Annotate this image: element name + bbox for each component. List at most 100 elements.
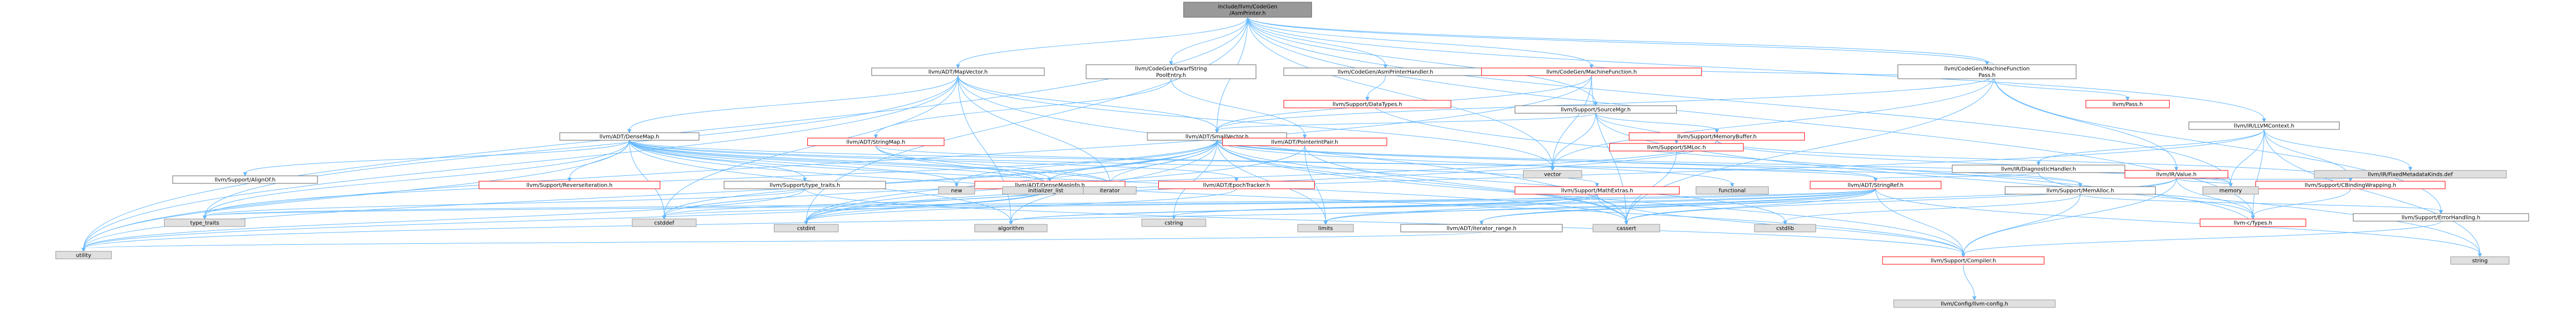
node-label: llvm/CodeGen/DwarfString <box>1135 66 1207 72</box>
header-node-datatypes[interactable]: llvm/Support/DataTypes.h <box>1283 100 1451 108</box>
dependency-edge <box>81 231 1482 252</box>
node-label: llvm/Config/llvm-config.h <box>1941 302 2008 307</box>
header-node-string: string <box>2450 256 2510 265</box>
header-node-srcmgr[interactable]: llvm/Support/SourceMgr.h <box>1514 105 1677 114</box>
dependency-edge <box>1550 75 1592 172</box>
dependency-edge <box>954 140 1218 188</box>
dependency-edge <box>81 140 1218 252</box>
dependency-edge <box>662 188 1876 220</box>
dependency-edge <box>662 140 1717 220</box>
node-label: vector <box>1544 172 1562 178</box>
header-node-diaghandler[interactable]: llvm/IR/DiagnosticHandler.h <box>1952 165 2125 173</box>
dependency-edge <box>875 145 1112 188</box>
header-node-epochtracker[interactable]: llvm/ADT/EpochTracker.h <box>1158 181 1315 189</box>
node-label: llvm/Support/AlignOf.h <box>215 177 276 183</box>
dependency-edge <box>1994 75 2179 172</box>
node-label: cstddef <box>654 221 674 227</box>
header-node-errhandling[interactable]: llvm/Support/ErrorHandling.h <box>2353 213 2529 222</box>
header-node-cbinding[interactable]: llvm/Support/CBindingWrapping.h <box>2255 181 2445 189</box>
node-label: llvm/CodeGen/AsmPrinterHandler.h <box>1338 70 1433 76</box>
node-label: llvm/ADT/PointerIntPair.h <box>1271 140 1338 146</box>
node-label: Pass.h <box>1979 73 1996 79</box>
dependency-edge <box>2264 129 2482 258</box>
node-label: cstdint <box>797 226 815 232</box>
node-label: utility <box>76 253 92 259</box>
dependency-edge <box>1247 17 1594 69</box>
header-node-mapvector[interactable]: llvm/ADT/MapVector.h <box>871 67 1045 76</box>
node-label: type_traits <box>191 221 219 227</box>
dependency-edge <box>1247 17 1388 69</box>
header-node-pass[interactable]: llvm/Pass.h <box>2085 100 2170 108</box>
node-label: llvm/Pass.h <box>2112 102 2143 108</box>
node-label: cstring <box>1165 221 1183 227</box>
node-label: llvm/Support/MemoryBuffer.h <box>1677 134 1757 140</box>
node-label: initializer_list <box>1028 188 1064 194</box>
header-node-memalloc[interactable]: llvm/Support/MemAlloc.h <box>2004 186 2156 195</box>
header-node-smloc[interactable]: llvm/Support/SMLoc.h <box>1609 143 1744 152</box>
node-label: llvm/Support/Compiler.h <box>1931 258 1996 264</box>
node-label: llvm/Support/SMLoc.h <box>1647 145 1706 151</box>
dependency-edge <box>629 140 1048 188</box>
header-node-compiler[interactable]: llvm/Support/Compiler.h <box>1882 256 2044 265</box>
node-label: llvm/CodeGen/MachineFunction.h <box>1546 70 1637 76</box>
dependency-edge <box>202 188 805 220</box>
node-label: string <box>2472 258 2488 264</box>
header-node-iterrange[interactable]: llvm/ADT/iterator_range.h <box>1400 224 1563 232</box>
dependency-edge <box>243 140 630 177</box>
header-node-stringmap[interactable]: llvm/ADT/StringMap.h <box>807 138 944 146</box>
header-node-mfunction[interactable]: llvm/CodeGen/MachineFunction.h <box>1481 67 1702 76</box>
header-node-cstddef: cstddef <box>631 218 697 227</box>
header-node-pip[interactable]: llvm/ADT/PointerIntPair.h <box>1222 138 1388 146</box>
dependency-edge <box>1716 140 2353 182</box>
node-label: algorithm <box>998 226 1024 232</box>
node-label: llvm/IR/LLVMContext.h <box>2234 124 2294 129</box>
header-node-reviter[interactable]: llvm/Support/ReverseIteration.h <box>479 181 661 189</box>
header-node-value[interactable]: llvm/IR/Value.h <box>2124 170 2228 179</box>
node-label: llvm/Support/type_traits.h <box>770 183 840 189</box>
dependency-edge <box>1009 188 1876 225</box>
node-label: cstdlib <box>1776 226 1794 232</box>
header-node-stringref[interactable]: llvm/ADT/StringRef.h <box>1810 181 1942 189</box>
header-node-iterator: iterator <box>1083 186 1137 195</box>
dependency-edge <box>1247 17 1555 172</box>
dependency-edge <box>2176 177 2255 220</box>
node-label: llvm/IR/DiagnosticHandler.h <box>2001 167 2076 173</box>
node-label: iterator <box>1100 188 1120 194</box>
node-label: llvm/ADT/iterator_range.h <box>1446 226 1516 232</box>
dependency-edge <box>1215 75 1995 134</box>
header-node-functional: functional <box>1695 186 1769 195</box>
node-label: llvm/Support/CBindingWrapping.h <box>2305 183 2396 189</box>
node-label: llvm/ADT/MapVector.h <box>928 70 988 76</box>
header-node-root[interactable]: include/llvm/CodeGen/AsmPrinter.h <box>1183 2 1312 18</box>
header-node-vector: vector <box>1523 170 1582 179</box>
header-node-alignof[interactable]: llvm/Support/AlignOf.h <box>172 175 318 184</box>
dependency-edge <box>1963 264 1977 301</box>
dependency-edge <box>567 140 630 182</box>
dependency-edge <box>662 75 959 220</box>
header-node-utility: utility <box>55 251 112 259</box>
nodes-layer: include/llvm/CodeGen/AsmPrinter.h llvm/AD… <box>55 2 2529 308</box>
node-label: /AsmPrinter.h <box>1229 11 1266 17</box>
header-node-asmhandler[interactable]: llvm/CodeGen/AsmPrinterHandler.h <box>1283 67 1487 76</box>
header-node-densemap[interactable]: llvm/ADT/DenseMap.h <box>559 132 699 141</box>
node-label: llvm/CodeGen/MachineFunction <box>1945 66 2030 72</box>
node-label: llvm/ADT/DenseMapInfo.h <box>1015 183 1085 189</box>
dependency-edge <box>1783 194 2081 225</box>
header-node-mathextras[interactable]: llvm/Support/MathExtras.h <box>1514 186 1680 195</box>
dependency-edge <box>1247 17 1989 66</box>
dependency-edge <box>875 145 1048 188</box>
dependency-edge <box>956 17 1248 69</box>
node-label: limits <box>1318 226 1333 232</box>
dependency-edge <box>1961 221 2442 258</box>
header-node-llvmctx[interactable]: llvm/IR/LLVMContext.h <box>2188 121 2340 130</box>
header-node-membuf[interactable]: llvm/Support/MemoryBuffer.h <box>1629 132 1805 141</box>
dependency-edge <box>1479 188 1876 225</box>
dependency-edge <box>1247 17 2266 123</box>
node-label: llvm/Support/ReverseIteration.h <box>526 183 613 189</box>
header-node-typetraits_s[interactable]: llvm/Support/type_traits.h <box>724 181 886 189</box>
dependency-edge <box>1873 172 2039 182</box>
header-node-ctypes[interactable]: llvm-c/Types.h <box>2199 218 2306 227</box>
dependency-edge <box>81 140 630 252</box>
